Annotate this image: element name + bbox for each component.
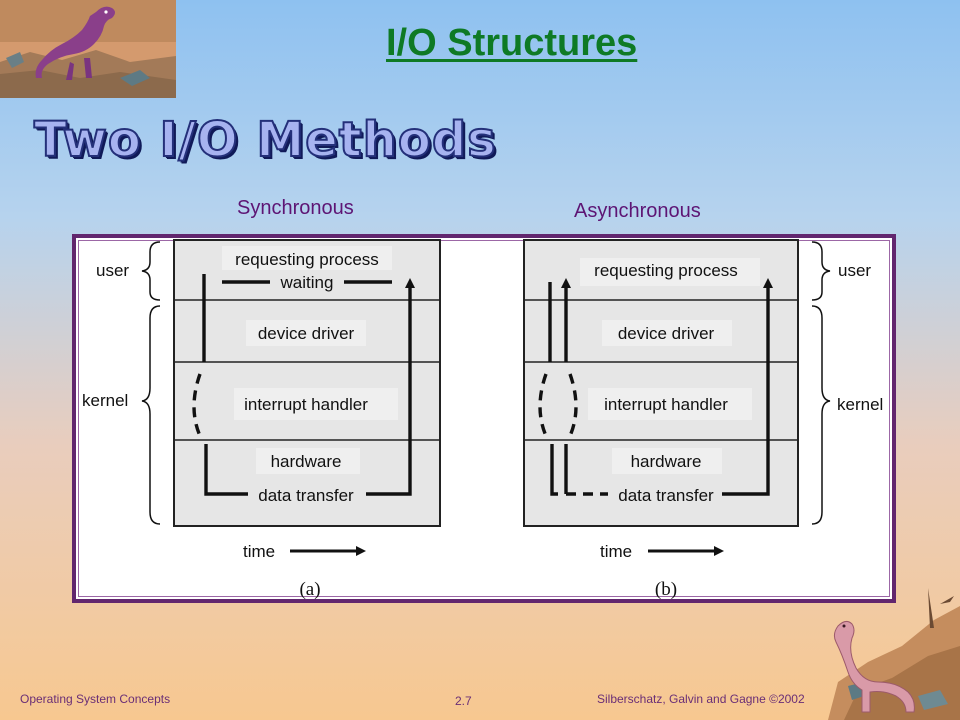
brace-b-user (811, 241, 831, 301)
caption-synchronous: Synchronous (237, 197, 354, 219)
plate-b-requesting (580, 258, 760, 286)
path-a-down-bottom (204, 444, 248, 496)
label-a-transfer: data transfer (258, 486, 354, 505)
label-b-panel: (b) (655, 579, 677, 599)
panel-a-box (173, 239, 441, 527)
label-b-time: time (600, 542, 632, 561)
label-b-driver: device driver (618, 324, 715, 343)
plate-b-hardware (612, 448, 722, 474)
path-b-down-bottom (550, 444, 558, 496)
section-heading: Two I/O Methods (33, 111, 497, 169)
label-a-hardware: hardware (271, 452, 342, 471)
brace-b-kernel (811, 305, 831, 525)
io-methods-diagram: requesting process waiting device driver… (82, 239, 883, 599)
label-b-kernel: kernel (837, 395, 883, 414)
path-a-dashed-interrupt (192, 373, 202, 437)
dinosaur-logo-bottom-right-icon (828, 588, 960, 720)
brace-a-kernel (141, 305, 161, 525)
label-b-user: user (838, 261, 871, 280)
plate-b-driver (602, 320, 732, 346)
label-a-kernel: kernel (82, 391, 128, 410)
label-a-interrupt: interrupt handler (244, 395, 368, 414)
plate-a-hardware (256, 448, 360, 474)
brace-a-user (141, 241, 161, 301)
footer-course: Operating System Concepts (20, 692, 171, 706)
label-a-panel: (a) (299, 579, 320, 599)
path-b-dashed-left (538, 373, 548, 437)
label-a-driver: device driver (258, 324, 355, 343)
slide-title: I/O Structures (386, 22, 638, 64)
label-b-transfer: data transfer (618, 486, 714, 505)
caption-asynchronous: Asynchronous (574, 200, 701, 222)
io-methods-figure: requesting process waiting device driver… (72, 234, 896, 603)
footer-copyright: Silberschatz, Galvin and Gagne ©2002 (597, 692, 805, 706)
plate-b-interrupt (588, 388, 752, 420)
label-a-waiting: waiting (280, 273, 334, 292)
plate-a-requesting (222, 246, 392, 270)
footer-page-number: 2.7 (455, 694, 472, 708)
plate-a-driver (246, 320, 366, 346)
dinosaur-logo-top-left-icon (0, 0, 176, 98)
path-a-return-up (366, 278, 415, 496)
label-a-user: user (96, 261, 129, 280)
label-a-time: time (243, 542, 275, 561)
path-b-dashed-right (568, 373, 578, 437)
plate-a-interrupt (234, 388, 398, 420)
panel-a-synchronous: requesting process waiting device driver… (82, 239, 441, 599)
label-a-requesting: requesting process (235, 250, 379, 269)
panel-b-asynchronous: requesting process device driver interru… (523, 239, 883, 599)
label-b-interrupt: interrupt handler (604, 395, 728, 414)
path-b-return-up (722, 278, 773, 496)
label-b-hardware: hardware (631, 452, 702, 471)
label-b-requesting: requesting process (594, 261, 738, 280)
